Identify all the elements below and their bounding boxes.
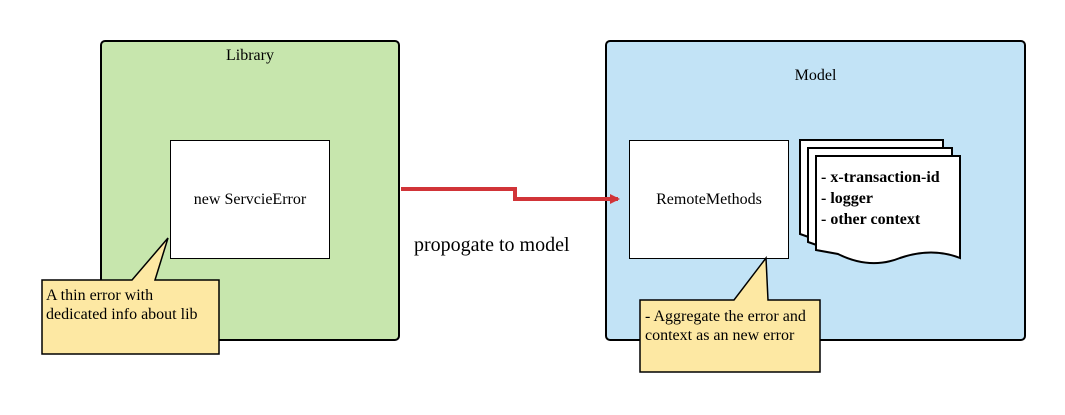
context-document-stack: [799, 139, 961, 265]
context-item-transaction-id: - x-transaction-id: [821, 169, 940, 186]
edge-label: propogate to model: [414, 234, 570, 256]
model-callout-text: - Aggregate the error and context as an …: [645, 308, 806, 344]
service-error-box: new ServcieError: [170, 140, 330, 259]
remote-methods-box: RemoteMethods: [629, 140, 789, 259]
context-item-other: - other context: [821, 211, 921, 228]
library-title: Library: [226, 47, 274, 64]
remote-methods-label: RemoteMethods: [656, 190, 762, 208]
context-items: - x-transaction-id - logger - other cont…: [821, 167, 940, 230]
model-title: Model: [794, 67, 837, 84]
model-callout-shape: [639, 255, 821, 373]
propagate-arrow: [401, 187, 620, 204]
library-callout-text: A thin error with dedicated info about l…: [46, 287, 198, 323]
library-callout-shape: [41, 237, 220, 355]
context-item-logger: - logger: [821, 190, 873, 207]
document-front: [815, 155, 961, 265]
service-error-label: new ServcieError: [193, 190, 307, 208]
